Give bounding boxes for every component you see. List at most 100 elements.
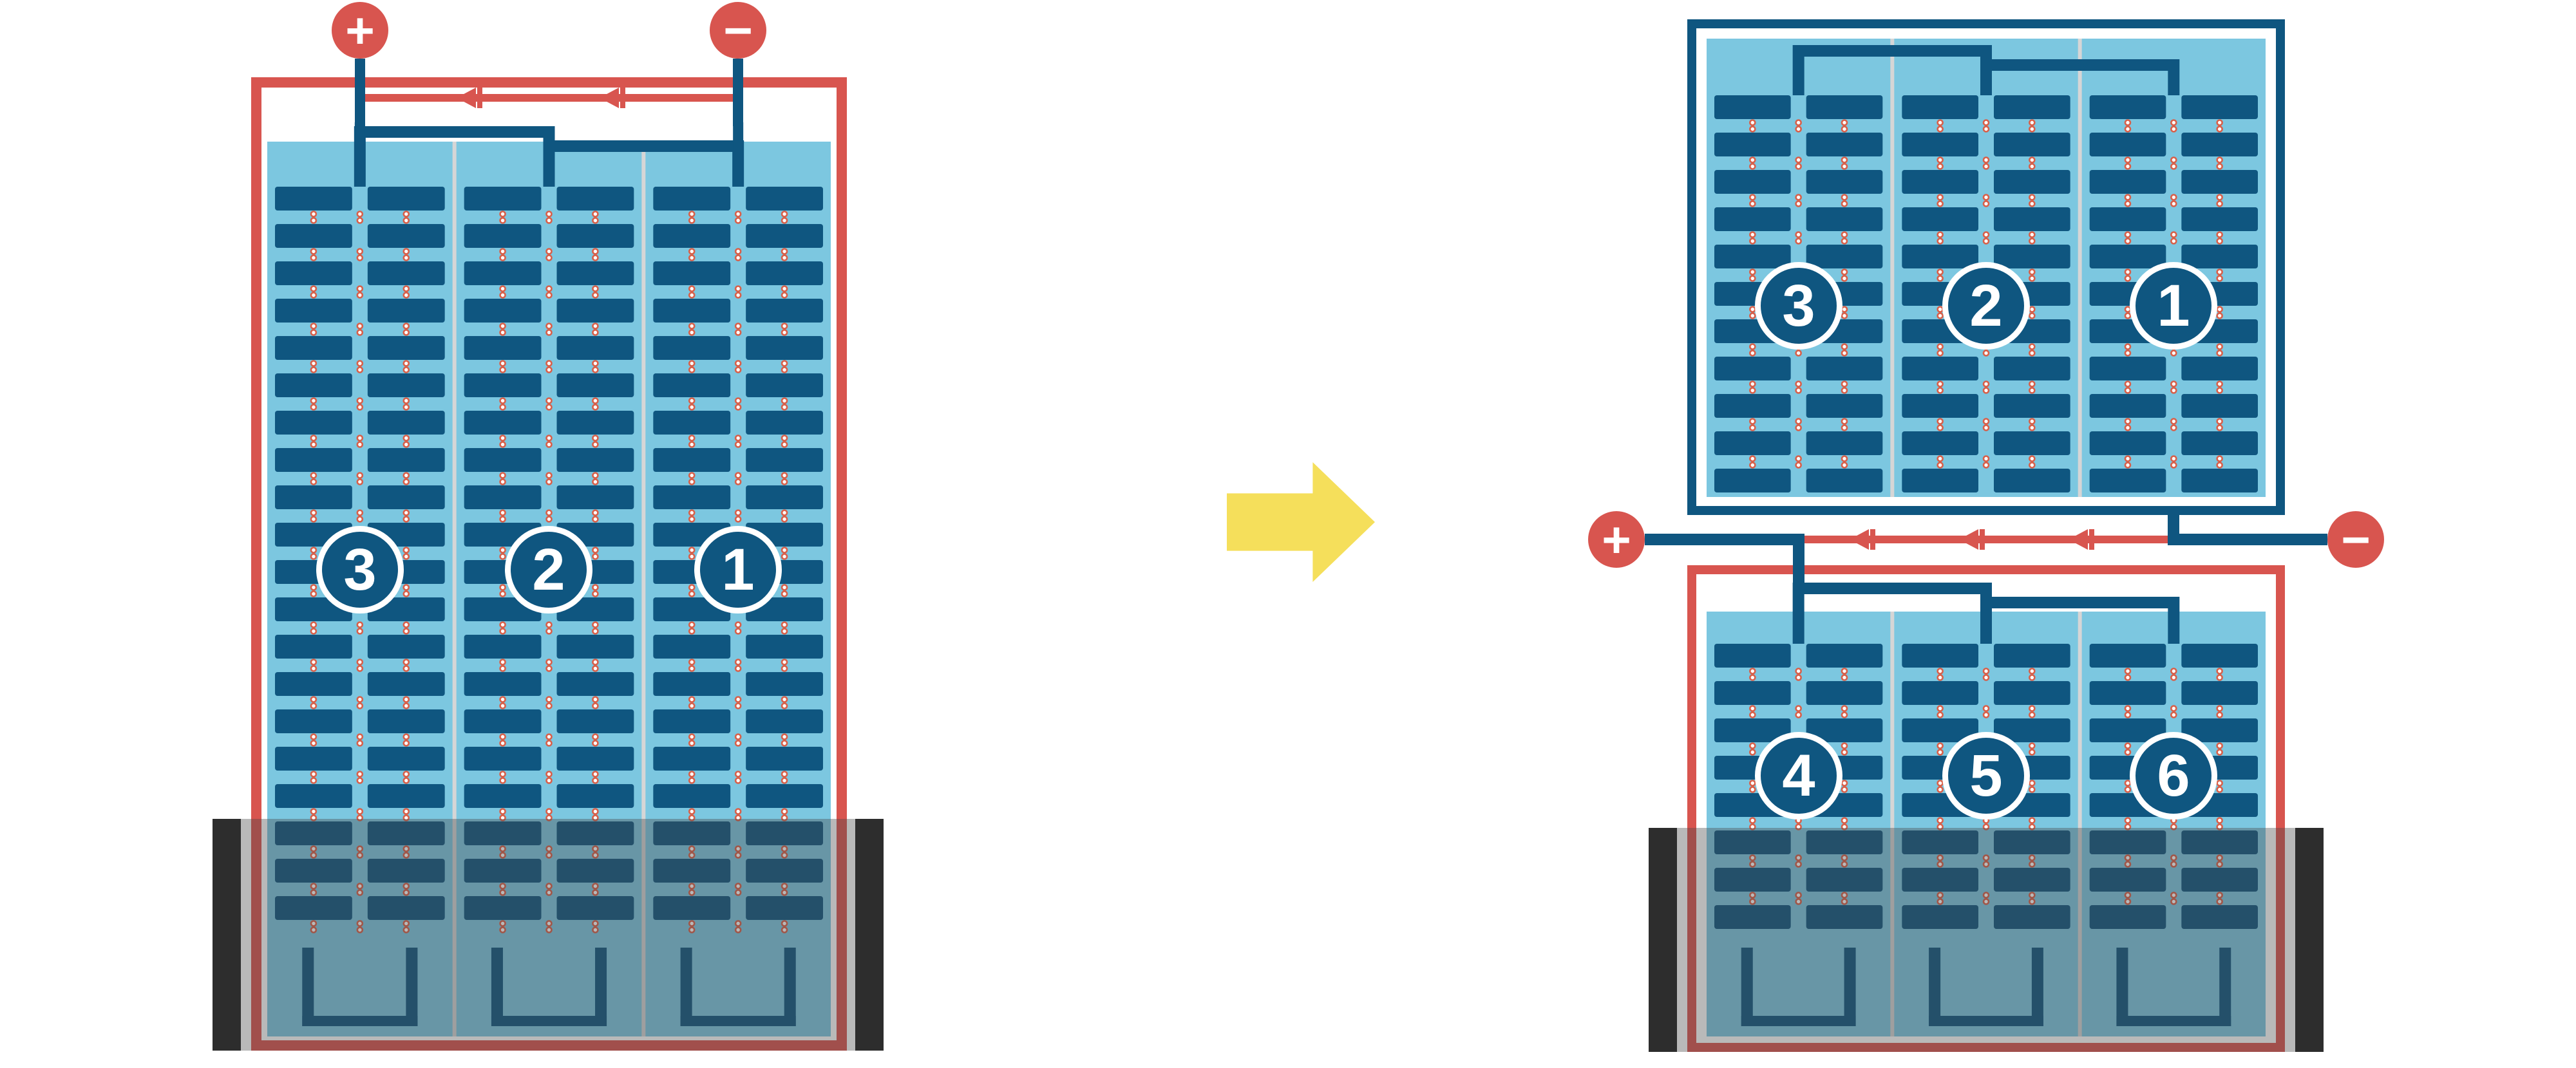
weld-dot xyxy=(1749,343,1756,350)
weld-dot xyxy=(310,404,317,411)
weld-dot xyxy=(2124,238,2132,245)
weld-dot xyxy=(2170,668,2177,675)
weld-dot xyxy=(1841,268,1848,276)
electrode-plate xyxy=(653,373,731,397)
left-arrow-icon xyxy=(1850,529,1869,550)
weld-dot xyxy=(2216,711,2223,718)
weld-dot xyxy=(356,404,364,411)
weld-dot xyxy=(2029,786,2036,793)
weld-dot xyxy=(1749,749,1756,756)
electrode-plate xyxy=(1714,431,1791,455)
weld-dot xyxy=(310,702,317,709)
column-separator xyxy=(2078,612,2082,1036)
electrode-plate xyxy=(653,336,731,360)
weld-dot xyxy=(688,926,696,933)
weld-dot xyxy=(310,547,317,554)
weld-dot xyxy=(545,435,553,442)
electrode-plate xyxy=(1806,469,1883,492)
weld-dot xyxy=(1841,705,1848,712)
electrode-plate xyxy=(275,448,352,472)
electrode-plate xyxy=(367,896,445,920)
electrode-plate xyxy=(2089,681,2166,705)
electrode-plate xyxy=(2089,469,2166,492)
cell-number-label: 1 xyxy=(721,537,755,603)
weld-dot xyxy=(781,777,788,784)
weld-dot xyxy=(310,814,317,821)
fold-connector-leg xyxy=(680,948,692,1026)
weld-dot xyxy=(2170,387,2177,394)
weld-dot xyxy=(688,665,696,672)
weld-dot xyxy=(734,254,742,261)
weld-dot xyxy=(1841,817,1848,824)
weld-dot xyxy=(2170,126,2177,133)
clamp-band xyxy=(213,819,884,1051)
weld-dot xyxy=(734,733,742,740)
weld-dot xyxy=(310,584,317,591)
weld-dot xyxy=(592,740,599,747)
weld-dot xyxy=(545,920,553,927)
terminal-tab xyxy=(354,122,365,187)
weld-dot xyxy=(592,584,599,591)
electrode-plate xyxy=(556,411,634,435)
weld-dot xyxy=(402,329,410,336)
electrode-plate xyxy=(746,485,823,509)
weld-dot xyxy=(1795,380,1802,388)
weld-dot xyxy=(781,360,788,367)
weld-dot xyxy=(592,211,599,218)
weld-dot xyxy=(2029,238,2036,245)
weld-dot xyxy=(781,509,788,516)
weld-dot xyxy=(688,845,696,852)
fold-connector-leg xyxy=(595,948,607,1026)
electrode-plate xyxy=(653,448,731,472)
electrode-plate xyxy=(556,784,634,808)
weld-dot xyxy=(402,659,410,666)
electrode-plate xyxy=(2181,431,2258,455)
weld-dot xyxy=(310,621,317,628)
weld-dot xyxy=(688,254,696,261)
electrode-plate xyxy=(2089,830,2166,854)
weld-dot xyxy=(402,404,410,411)
electrode-plate xyxy=(1994,644,2070,668)
weld-dot xyxy=(1937,126,1944,133)
fold-connector-leg xyxy=(406,948,418,1026)
column-separator xyxy=(452,142,457,1036)
weld-dot xyxy=(1795,119,1802,126)
weld-dot xyxy=(310,397,317,404)
electrode-plate xyxy=(2181,95,2258,119)
electrode-plate xyxy=(464,709,542,733)
electrode-plate xyxy=(1994,357,2070,380)
electrode-plate xyxy=(746,336,823,360)
weld-dot xyxy=(2170,861,2177,868)
weld-dot xyxy=(356,366,364,373)
weld-dot xyxy=(356,845,364,852)
electrode-plate xyxy=(1994,431,2070,455)
electrode-plate xyxy=(746,187,823,211)
electrode-plate xyxy=(1714,718,1791,742)
electrode-plate xyxy=(2181,868,2258,892)
weld-dot xyxy=(734,659,742,666)
electrode-plate xyxy=(1714,469,1791,492)
weld-dot xyxy=(402,808,410,815)
weld-dot xyxy=(592,777,599,784)
weld-dot xyxy=(402,553,410,560)
weld-dot xyxy=(1749,126,1756,133)
weld-dot xyxy=(1841,275,1848,282)
weld-dot xyxy=(2029,156,2036,164)
electrode-plate xyxy=(1714,170,1791,194)
weld-dot xyxy=(1982,119,1990,126)
electrode-plate xyxy=(746,299,823,323)
weld-dot xyxy=(734,845,742,852)
weld-dot xyxy=(499,621,506,628)
weld-dot xyxy=(1841,711,1848,718)
weld-dot xyxy=(1749,350,1756,357)
weld-dot xyxy=(499,360,506,367)
weld-dot xyxy=(2170,238,2177,245)
weld-dot xyxy=(781,628,788,635)
weld-dot xyxy=(545,814,553,821)
weld-dot xyxy=(1749,312,1756,319)
weld-dot xyxy=(1749,200,1756,207)
electrode-plate xyxy=(1902,868,1978,892)
arrow-tick xyxy=(620,88,625,108)
weld-dot xyxy=(688,771,696,778)
weld-dot xyxy=(2216,674,2223,681)
